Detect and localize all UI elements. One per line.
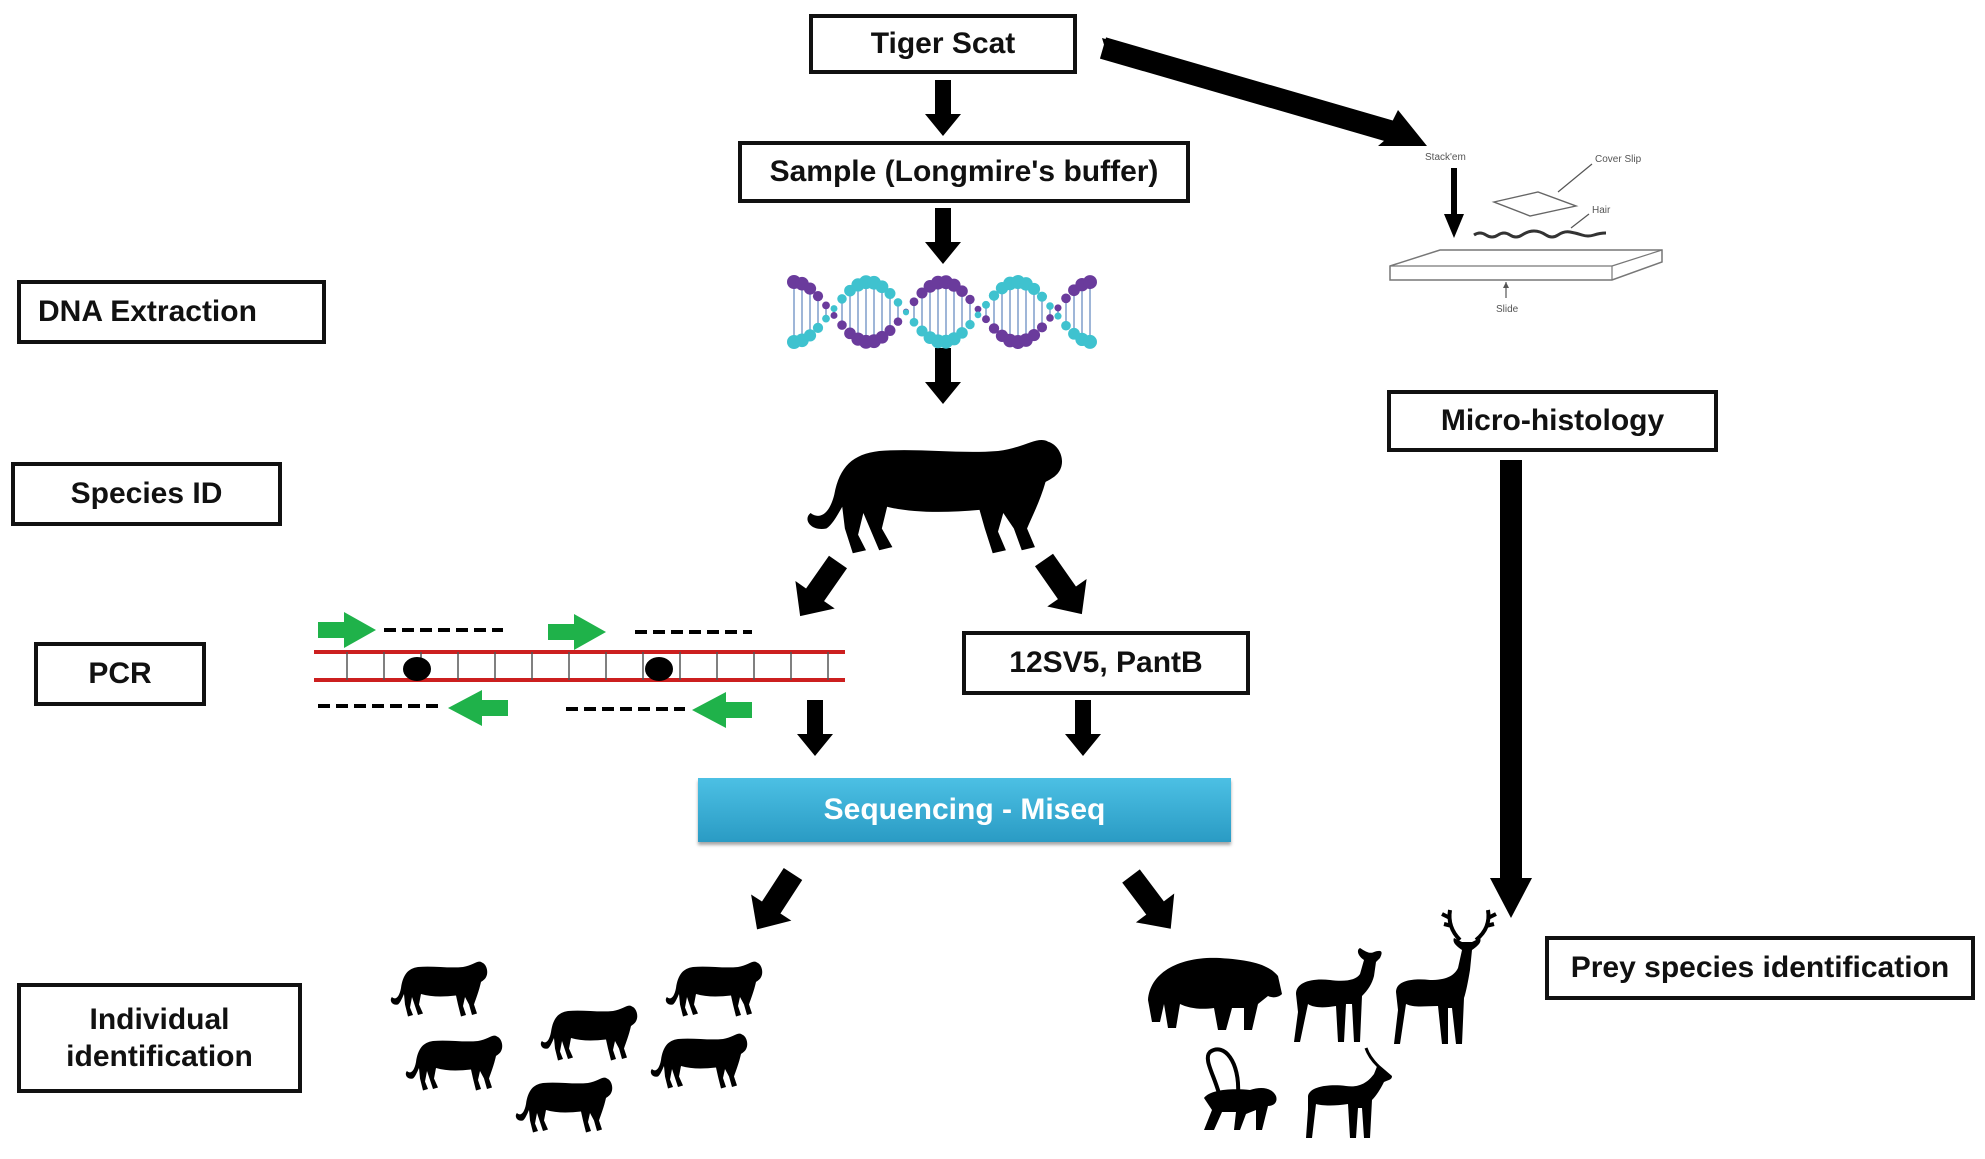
arrow-sequencing-to-prey (1111, 861, 1190, 944)
dna-extraction-node: DNA Extraction (17, 280, 326, 344)
arrow-sequencing-to-individual (736, 860, 814, 943)
prey-species-identification-label: Prey species identification (1570, 951, 1950, 985)
dna-bead (822, 314, 830, 323)
dna-bead (956, 327, 968, 339)
tiger-icon (540, 1005, 638, 1061)
tiger-group-icon (390, 961, 763, 1133)
dna-bead (1036, 322, 1048, 333)
dna-bead (1083, 275, 1097, 290)
dna-bead (884, 325, 896, 336)
forward-primer-arrow (548, 614, 606, 650)
arrow-sample-to-dna (925, 208, 961, 264)
dna-bead (965, 294, 975, 305)
tiger-silhouette-icon (807, 439, 1063, 554)
dna-bead (988, 290, 1000, 301)
individual-identification-node: Individual identification (17, 983, 302, 1093)
arrow-scat-to-sample (925, 80, 961, 136)
stag-icon (1394, 909, 1497, 1044)
sample-node: Sample (Longmire's buffer) (738, 141, 1190, 203)
dna-bead (822, 301, 830, 310)
dna-bead (884, 288, 896, 299)
dna-bead (893, 317, 903, 326)
dna-bead (1027, 282, 1041, 296)
stack-label: Stack'em (1425, 152, 1466, 163)
tiger-scat-label: Tiger Scat (870, 27, 1016, 61)
arrow-tiger-to-markers (1024, 546, 1102, 628)
pcr-node: PCR (34, 642, 206, 706)
slide-label: Slide (1496, 304, 1519, 315)
markers-label: 12SV5, PantB (1009, 646, 1203, 680)
doe-icon (1294, 948, 1382, 1042)
dna-bead (982, 300, 990, 309)
dna-bead (974, 311, 982, 319)
dna-bead (1083, 334, 1097, 349)
arrow-microhistology-to-prey (1490, 460, 1532, 918)
dna-bead (812, 290, 824, 302)
sequencing-node: Sequencing - Miseq (698, 778, 1231, 842)
wild-boar-icon (1148, 957, 1282, 1030)
dna-bead (956, 285, 968, 297)
dna-bead (974, 305, 982, 313)
dna-bead (812, 322, 824, 334)
dna-bead (893, 298, 903, 307)
reverse-primer-arrow (692, 692, 752, 728)
sequencing-label: Sequencing - Miseq (823, 793, 1106, 826)
dna-bead (916, 325, 928, 337)
tiger-icon (405, 1035, 503, 1091)
dna-bead (982, 315, 990, 324)
individual-identification-label: Individual identification (66, 1002, 253, 1074)
dna-bead (803, 329, 817, 342)
langur-monkey-icon (1204, 1047, 1277, 1130)
tiger-scat-node: Tiger Scat (809, 14, 1077, 74)
tiger-icon (650, 1033, 748, 1089)
micro-histology-node: Micro-histology (1387, 390, 1718, 452)
hair-label: Hair (1592, 205, 1611, 216)
arrow-pcr-to-sequencing (797, 700, 833, 756)
slide-illustration: Stack'em Cover Slip Hair Slide (1389, 152, 1663, 315)
dna-bead (1027, 328, 1041, 342)
cover-slip-label: Cover Slip (1595, 154, 1642, 165)
dna-bead (830, 305, 838, 312)
dna-bead (988, 323, 1000, 334)
dna-bead (830, 312, 838, 319)
blackbuck-icon (1306, 1047, 1392, 1138)
dna-bead (837, 294, 847, 304)
dna-extraction-label: DNA Extraction (38, 295, 257, 329)
arrow-dna-to-tiger (925, 348, 961, 404)
dna-bead (965, 319, 975, 330)
dna-bead (902, 309, 910, 316)
dna-bead (1046, 314, 1054, 322)
dna-bead (916, 287, 928, 299)
reverse-primer-arrow (448, 690, 508, 726)
pcr-label: PCR (88, 657, 152, 691)
dna-bead (875, 330, 889, 344)
markers-node: 12SV5, PantB (962, 631, 1250, 695)
tiger-icon (515, 1077, 613, 1133)
forward-primer-arrow (318, 612, 376, 648)
tiger-icon (390, 961, 488, 1017)
species-id-label: Species ID (70, 477, 223, 511)
dna-bead (1061, 293, 1071, 304)
tiger-icon (665, 961, 763, 1017)
arrow-markers-to-sequencing (1065, 700, 1101, 756)
arrow-tiger-to-pcr (780, 548, 858, 630)
dna-bead (1046, 302, 1054, 310)
prey-animals-icon (1148, 909, 1497, 1138)
dna-bead (909, 317, 919, 327)
prey-species-identification-node: Prey species identification (1545, 936, 1975, 1000)
dna-bead (1036, 291, 1048, 302)
pcr-strand-icon (314, 612, 845, 728)
sample-label: Sample (Longmire's buffer) (769, 155, 1159, 189)
arrow-scat-to-microhistology (1099, 37, 1427, 146)
dna-bead (875, 280, 889, 294)
micro-histology-label: Micro-histology (1440, 404, 1665, 438)
dna-bead (1054, 312, 1062, 320)
dna-bead (1061, 320, 1071, 331)
dna-bead (1054, 304, 1062, 312)
dna-helix-icon (787, 275, 1097, 349)
dna-bead (837, 320, 847, 330)
species-id-node: Species ID (11, 462, 282, 526)
dna-bead (803, 282, 817, 295)
dna-bead (909, 297, 919, 307)
